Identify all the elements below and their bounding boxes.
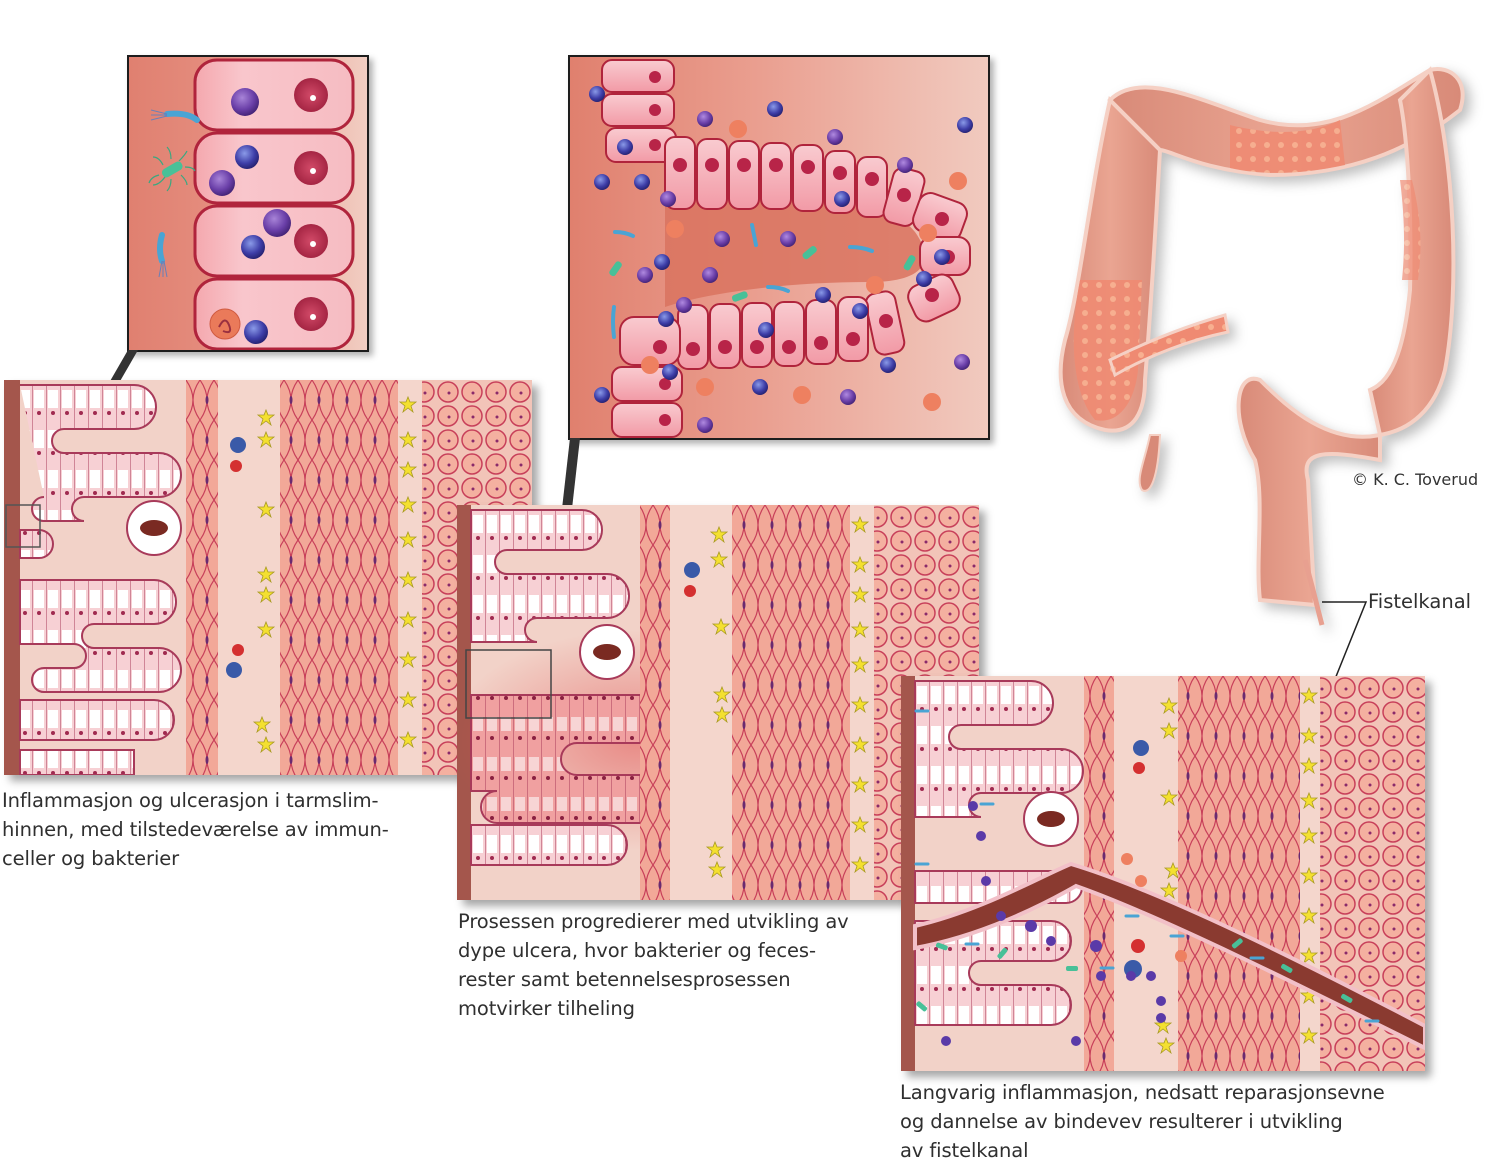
copyright-text: © K. C. Toverud — [1352, 470, 1479, 489]
inset-epithelium-closeup — [127, 55, 369, 352]
bacteria-icon — [150, 109, 200, 123]
inset-marker-box — [465, 649, 552, 719]
fistula-channel — [913, 861, 1425, 1051]
stage-3-caption: Langvarig inflammasjon, nedsatt reparasj… — [900, 1081, 1385, 1161]
bacteria-icon — [157, 232, 168, 278]
stage-3-tissue-panel — [901, 676, 1425, 1071]
epithelium-illustration — [129, 57, 367, 350]
tissue-fistula-illustration — [901, 676, 1425, 1071]
inset-ulcer-closeup — [568, 55, 990, 440]
colon-illustration — [1058, 66, 1465, 626]
stage-1-tissue-panel — [4, 380, 532, 775]
bacteria-icon — [148, 146, 196, 192]
inset-marker-box — [5, 504, 41, 548]
ulcer-crypt-illustration — [570, 57, 988, 438]
stage-1-caption: Inflammasjon og ulcerasjon i tarmslim- h… — [2, 789, 389, 870]
stage-2-caption: Prosessen progredierer med utvikling av … — [458, 910, 849, 1020]
fistelkanal-label: Fistelkanal — [1368, 590, 1472, 613]
tissue-cross-section-illustration — [4, 380, 532, 775]
